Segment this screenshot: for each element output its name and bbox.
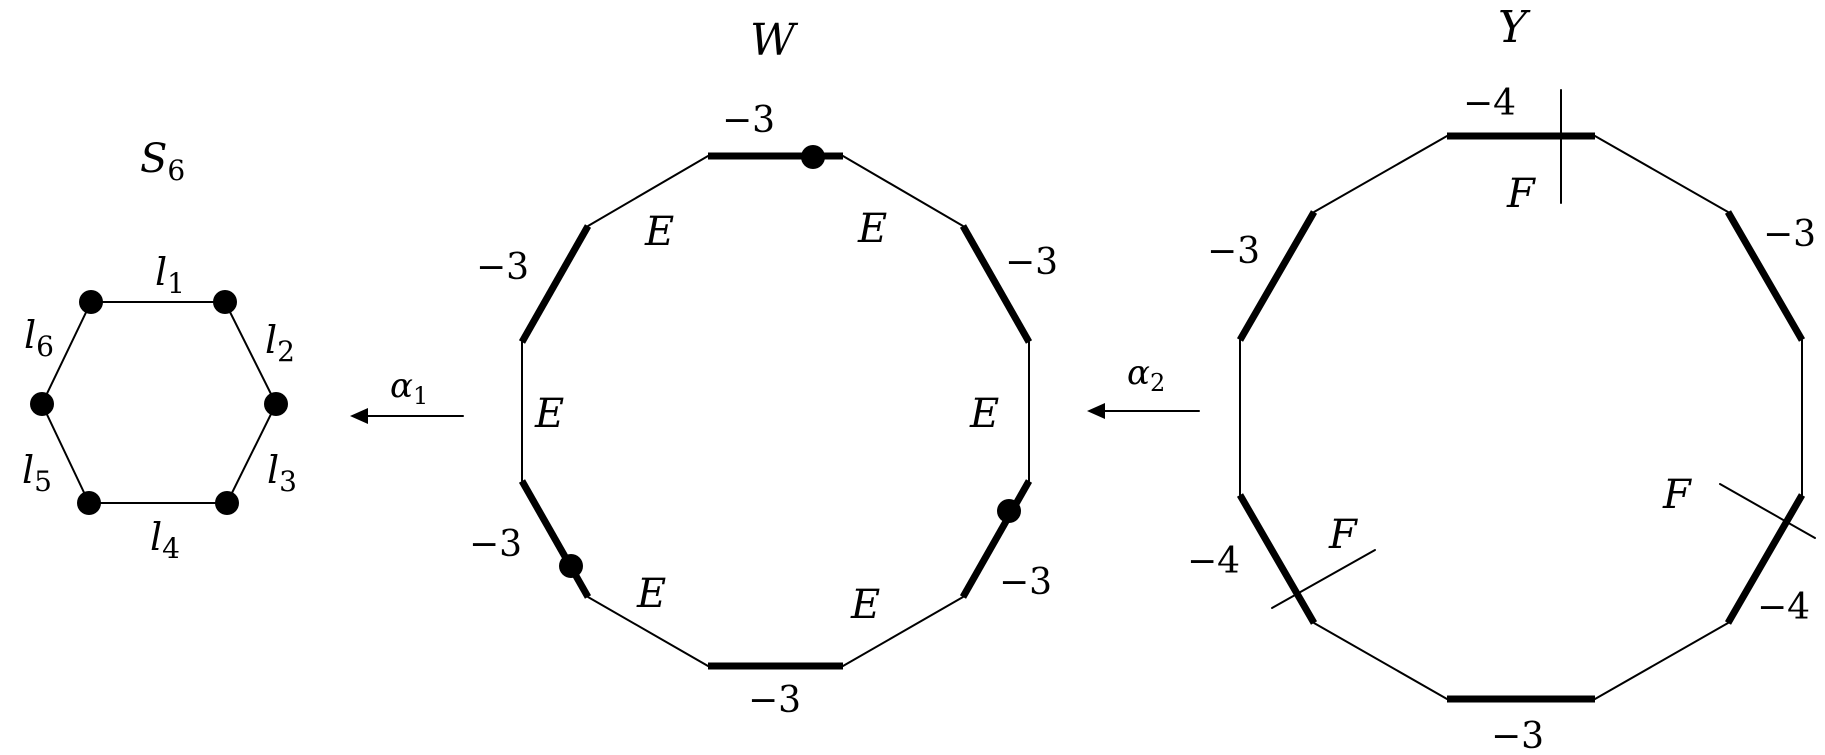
arrow-alpha2-label: α2 bbox=[1127, 353, 1165, 397]
hexagon-edge-label-l2: l2 bbox=[265, 318, 295, 368]
hexagon-edge-label-l1: l1 bbox=[155, 250, 185, 300]
hexagon-edge-label-l3: l3 bbox=[267, 448, 297, 498]
hexagon-vertex-5 bbox=[77, 491, 101, 515]
dodecagon-y: Y −4 −3 −4 −3 −4 −3 F F F bbox=[1187, 2, 1816, 755]
y-edge-lower-left-neg4 bbox=[1236, 493, 1318, 625]
y-label-upper-right-neg3: −3 bbox=[1763, 214, 1816, 255]
w-edge-lower-left-neg3 bbox=[518, 479, 592, 599]
w-label-e-bottom-right: E bbox=[850, 582, 880, 628]
arrow-alpha1-label: α1 bbox=[390, 366, 428, 410]
hexagon-edge-label-l6: l6 bbox=[24, 313, 54, 363]
y-label-lower-right-neg4: −4 bbox=[1757, 587, 1810, 628]
w-label-upper-right-neg3: −3 bbox=[1005, 242, 1058, 283]
hexagon-vertex-6 bbox=[30, 392, 54, 416]
y-title: Y bbox=[1498, 2, 1531, 53]
y-label-f-right: F bbox=[1662, 472, 1692, 518]
w-label-e-right: E bbox=[969, 391, 999, 437]
w-label-e-left: E bbox=[534, 391, 564, 437]
w-point-top bbox=[801, 145, 825, 169]
y-edge-upper-left-neg3 bbox=[1236, 210, 1318, 342]
y-edge-lower-right-neg4 bbox=[1724, 493, 1806, 625]
w-title: W bbox=[750, 15, 799, 66]
w-point-left bbox=[559, 554, 583, 578]
w-label-top-neg3: −3 bbox=[722, 100, 775, 141]
y-label-f-left: F bbox=[1328, 512, 1358, 558]
y-edge-upper-right-neg3 bbox=[1724, 210, 1806, 342]
arrow-alpha2-head bbox=[1087, 403, 1105, 419]
hexagon-vertex-1 bbox=[79, 290, 103, 314]
w-label-upper-left-neg3: −3 bbox=[476, 247, 529, 288]
y-label-lower-left-neg4: −4 bbox=[1187, 541, 1240, 582]
y-curve-f-right bbox=[1719, 483, 1816, 539]
y-label-f-top: F bbox=[1506, 171, 1536, 217]
y-label-top-neg4: −4 bbox=[1463, 83, 1516, 124]
y-curve-f-left bbox=[1271, 549, 1376, 609]
w-edge-e-top-right bbox=[842, 155, 964, 227]
w-point-right bbox=[997, 499, 1021, 523]
hexagon-edge-label-l4: l4 bbox=[150, 515, 180, 565]
w-edge-lower-right-neg3 bbox=[959, 479, 1033, 599]
w-edge-e-top-left bbox=[587, 155, 709, 227]
y-edge-top-right bbox=[1594, 135, 1729, 213]
hexagon-outline bbox=[40, 301, 278, 504]
arrow-alpha1-head bbox=[350, 408, 368, 424]
dodecagon-w: W −3 −3 −3 −3 −3 −3 E E E E E E bbox=[469, 15, 1058, 721]
w-edge-upper-left-neg3 bbox=[518, 224, 592, 344]
w-label-bottom-neg3: −3 bbox=[748, 680, 801, 721]
hexagon-s6: S6 l1 l2 l3 l4 l5 l6 bbox=[22, 136, 297, 565]
y-label-upper-left-neg3: −3 bbox=[1207, 231, 1260, 272]
y-label-bottom-neg3: −3 bbox=[1491, 716, 1544, 755]
hexagon-title: S6 bbox=[140, 136, 185, 187]
w-label-e-bottom-left: E bbox=[636, 571, 666, 617]
y-edge-bottom-right bbox=[1594, 622, 1729, 700]
w-label-lower-right-neg3: −3 bbox=[999, 562, 1052, 603]
hexagon-vertex-4 bbox=[215, 491, 239, 515]
hexagon-edge-label-l5: l5 bbox=[22, 448, 52, 498]
y-edge-top-left bbox=[1313, 135, 1448, 213]
hexagon-vertex-3 bbox=[264, 392, 288, 416]
w-edge-e-bottom-left bbox=[587, 596, 709, 667]
y-edge-bottom-left bbox=[1313, 622, 1448, 700]
w-label-lower-left-neg3: −3 bbox=[469, 524, 522, 565]
w-edge-e-bottom-right bbox=[842, 596, 964, 667]
hexagon-vertex-2 bbox=[213, 290, 237, 314]
w-label-e-top-right: E bbox=[857, 206, 887, 252]
arrow-alpha1: α1 bbox=[350, 366, 464, 424]
arrow-alpha2: α2 bbox=[1087, 353, 1200, 419]
w-edge-upper-right-neg3 bbox=[959, 224, 1033, 344]
w-label-e-top-left: E bbox=[644, 209, 674, 255]
